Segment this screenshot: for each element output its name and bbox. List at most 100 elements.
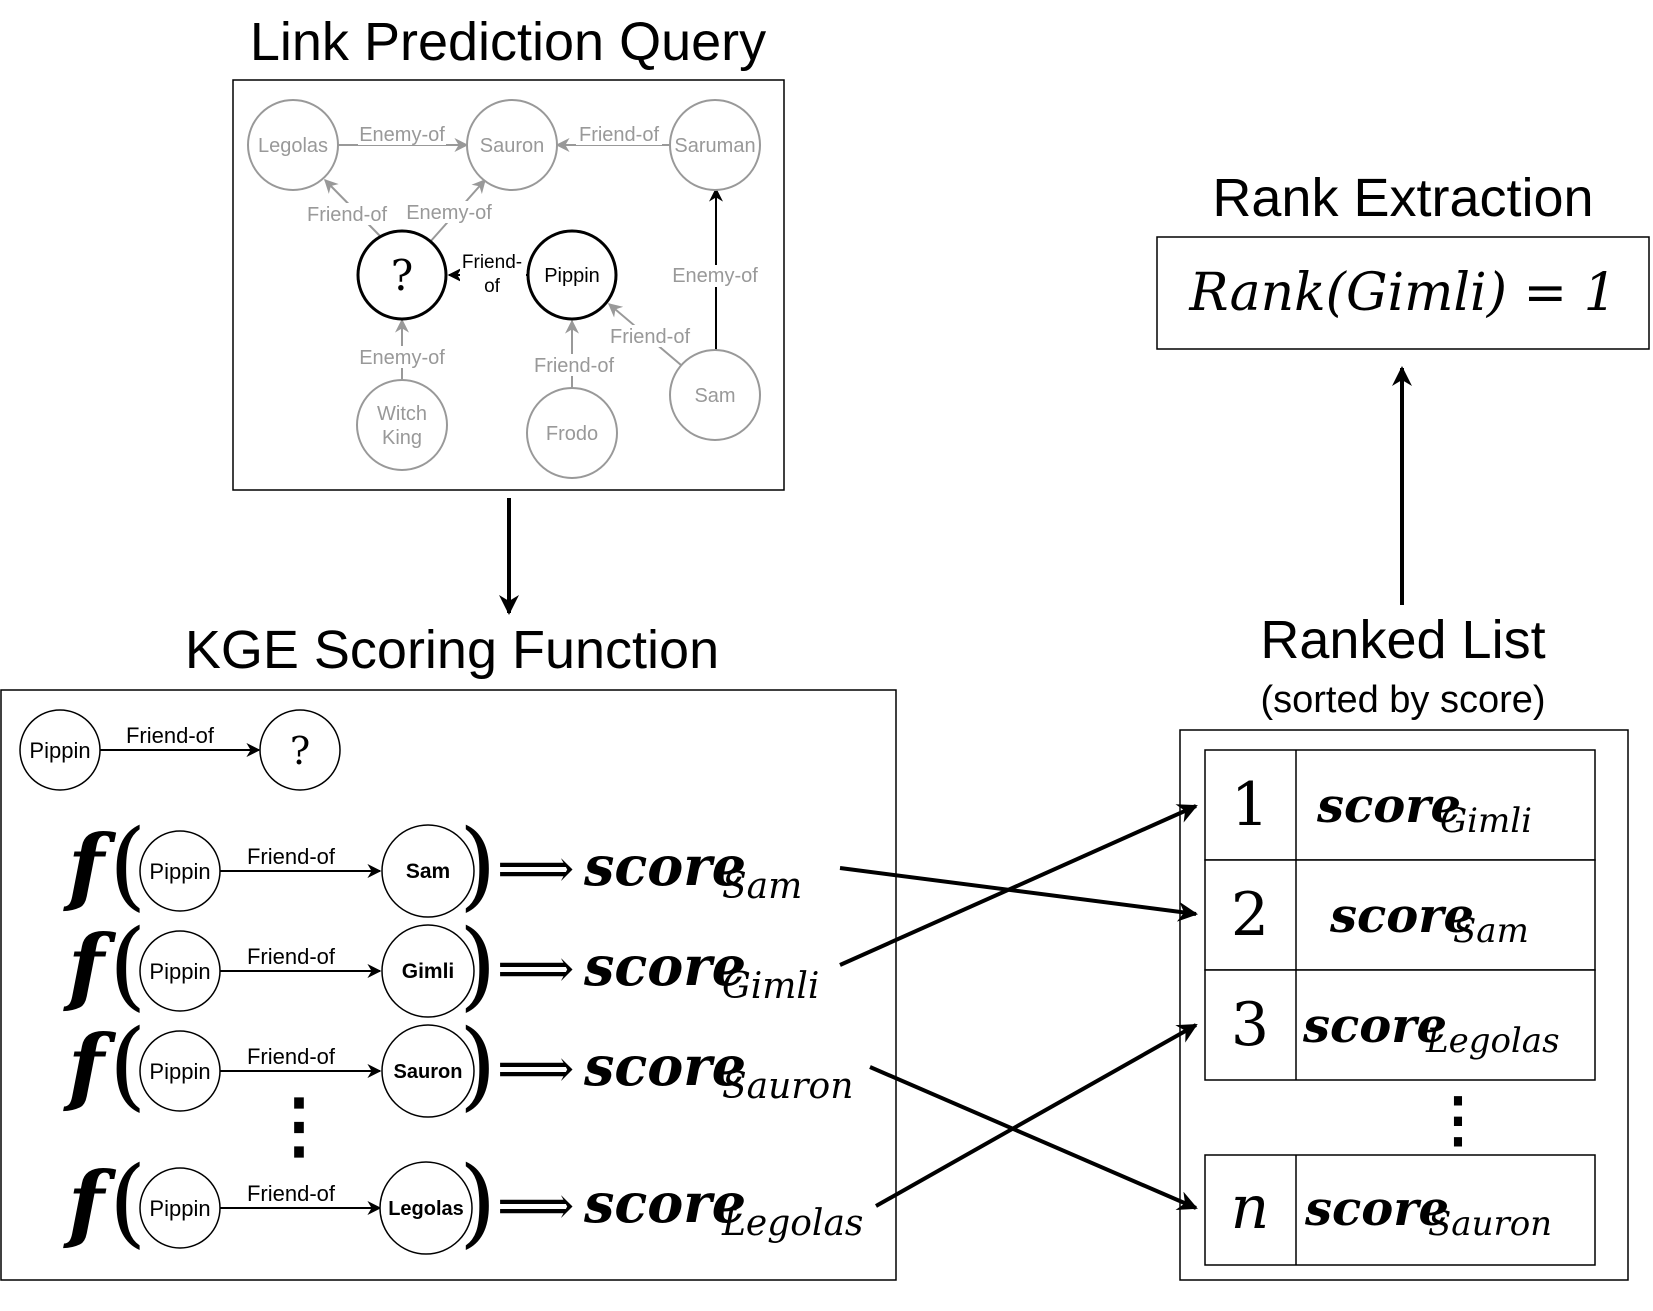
kge-query-head-node [19, 709, 101, 791]
rank-extraction-title: Rank Extraction [1212, 168, 1593, 228]
ranked-row-subscript: Sam [1453, 911, 1529, 951]
ranked-row-rank: n [1231, 1173, 1270, 1243]
node-sam [669, 349, 761, 441]
row-relation-label: Friend-of [247, 944, 336, 969]
ranked-list-frame [1179, 729, 1629, 1281]
score-subscript: Sam [722, 866, 802, 907]
row-head-node [139, 930, 221, 1012]
node-query [356, 229, 448, 321]
kge-query-tail-node [259, 709, 341, 791]
node-saruman-label: Saruman [674, 135, 755, 157]
ranked-row-subscript: Legolas [1425, 1021, 1560, 1061]
arrow-legolas-to-rank-3 [875, 1023, 1198, 1208]
query-graph: Legolas Sauron Saruman Witch King Frodo … [247, 99, 761, 479]
implies-symbol: ⟹ [497, 1174, 574, 1237]
node-witch-king-label-2: King [382, 427, 422, 449]
score-subscript: Legolas [721, 1203, 863, 1244]
node-frodo-label: Frodo [546, 423, 598, 445]
row-head-label: Pippin [149, 959, 210, 984]
row-tail-label: Sauron [394, 1061, 463, 1083]
row-relation-label: Friend-of [247, 1181, 336, 1206]
ranked-list-subtitle: (sorted by score) [1260, 679, 1545, 721]
row-head-label: Pippin [149, 859, 210, 884]
node-saruman [669, 99, 761, 191]
query-graph-frame [232, 79, 785, 491]
row-head-node [139, 1030, 221, 1112]
ranked-row [1204, 749, 1596, 861]
node-frodo [526, 387, 618, 479]
kge-query-tail-label: ? [290, 729, 310, 773]
label-sam-pippin: Friend-of [610, 326, 690, 348]
kge-row: f ( Pippin Friend-of Gimli ) ⟹ score Gim… [63, 909, 819, 1021]
label-witchking-query: Enemy-of [359, 347, 445, 369]
row-tail-label: Gimli [402, 960, 455, 983]
paren-close: ) [459, 1009, 496, 1121]
ranked-row [1204, 1154, 1596, 1266]
row-head-label: Pippin [149, 1059, 210, 1084]
arrow-sam-to-rank-2 [839, 866, 1198, 922]
ranked-row [1204, 859, 1596, 971]
score-word: score [583, 934, 746, 998]
ranked-row [1204, 969, 1596, 1081]
row-head-node [139, 830, 221, 912]
node-sauron [466, 99, 558, 191]
row-relation-label: Friend-of [247, 1044, 336, 1069]
score-word: score [583, 1171, 746, 1235]
node-query-label: ? [391, 251, 414, 300]
paren-close: ) [459, 809, 496, 921]
node-legolas-label: Legolas [258, 135, 328, 157]
score-word: score [583, 834, 746, 898]
ranked-row-score: score [1329, 888, 1474, 944]
arrow-sauron-to-rank-n [869, 1065, 1198, 1211]
kge-row: f ( Pippin Friend-of Sam ) ⟹ score Sam [63, 809, 802, 921]
score-word: score [583, 1034, 746, 1098]
kge-query-triple: Pippin Friend-of ? [19, 709, 341, 791]
implies-symbol: ⟹ [497, 837, 574, 900]
label-sam-saruman: Enemy-of [672, 265, 758, 287]
node-pippin [526, 229, 618, 321]
kge-query-relation-label: Friend-of [126, 723, 215, 748]
kge-row: f ( Pippin Friend-of Legolas ) ⟹ score L… [63, 1146, 863, 1258]
row-head-node [139, 1167, 221, 1249]
ranked-row-rank: 1 [1231, 770, 1269, 840]
row-tail-label: Legolas [388, 1198, 464, 1220]
ranked-list-title: Ranked List [1260, 610, 1545, 670]
kge-frame [0, 689, 897, 1281]
label-pippin-query-1: Friend- [462, 252, 522, 273]
paren-close: ) [459, 1146, 496, 1258]
node-sauron-label: Sauron [480, 135, 545, 157]
kge-ellipsis: ⋮ [263, 1082, 335, 1167]
paren-close: ) [459, 909, 496, 1021]
score-subscript: Gimli [722, 966, 819, 1007]
row-tail-node [379, 1161, 473, 1255]
label-frodo-pippin: Friend-of [534, 355, 614, 377]
rank-extraction-frame [1156, 236, 1650, 350]
kge-query-head-label: Pippin [29, 738, 90, 763]
link-prediction-title: Link Prediction Query [250, 12, 766, 72]
ranked-row-subscript: Gimli [1440, 801, 1532, 841]
row-tail-label: Sam [406, 860, 450, 883]
label-legolas-sauron: Enemy-of [359, 124, 445, 146]
kge-title: KGE Scoring Function [185, 620, 719, 680]
node-sam-label: Sam [694, 385, 735, 407]
mapping-arrows [839, 804, 1198, 1211]
ranked-row-subscript: Sauron [1428, 1204, 1552, 1244]
node-witch-king [356, 379, 448, 471]
score-subscript: Sauron [722, 1066, 853, 1107]
ranked-ellipsis: ⋮ [1428, 1085, 1488, 1155]
ranked-row-score: score [1302, 998, 1447, 1054]
node-legolas [247, 99, 339, 191]
ranked-row-rank: 3 [1231, 990, 1269, 1060]
label-pippin-query-2: of [484, 276, 501, 297]
rank-formula: Rank(Gimli) = 1 [1188, 263, 1616, 323]
label-query-legolas: Friend-of [307, 204, 387, 226]
row-relation-label: Friend-of [247, 844, 336, 869]
row-tail-node [381, 924, 475, 1018]
row-tail-node [381, 824, 475, 918]
implies-symbol: ⟹ [497, 1037, 574, 1100]
ranked-row-score: score [1316, 778, 1461, 834]
ranked-row-score: score [1304, 1181, 1449, 1237]
ranked-table: 1 score Gimli 2 score Sam 3 score Legola… [1204, 749, 1596, 1266]
arrow-gimli-to-rank-1 [839, 804, 1198, 967]
